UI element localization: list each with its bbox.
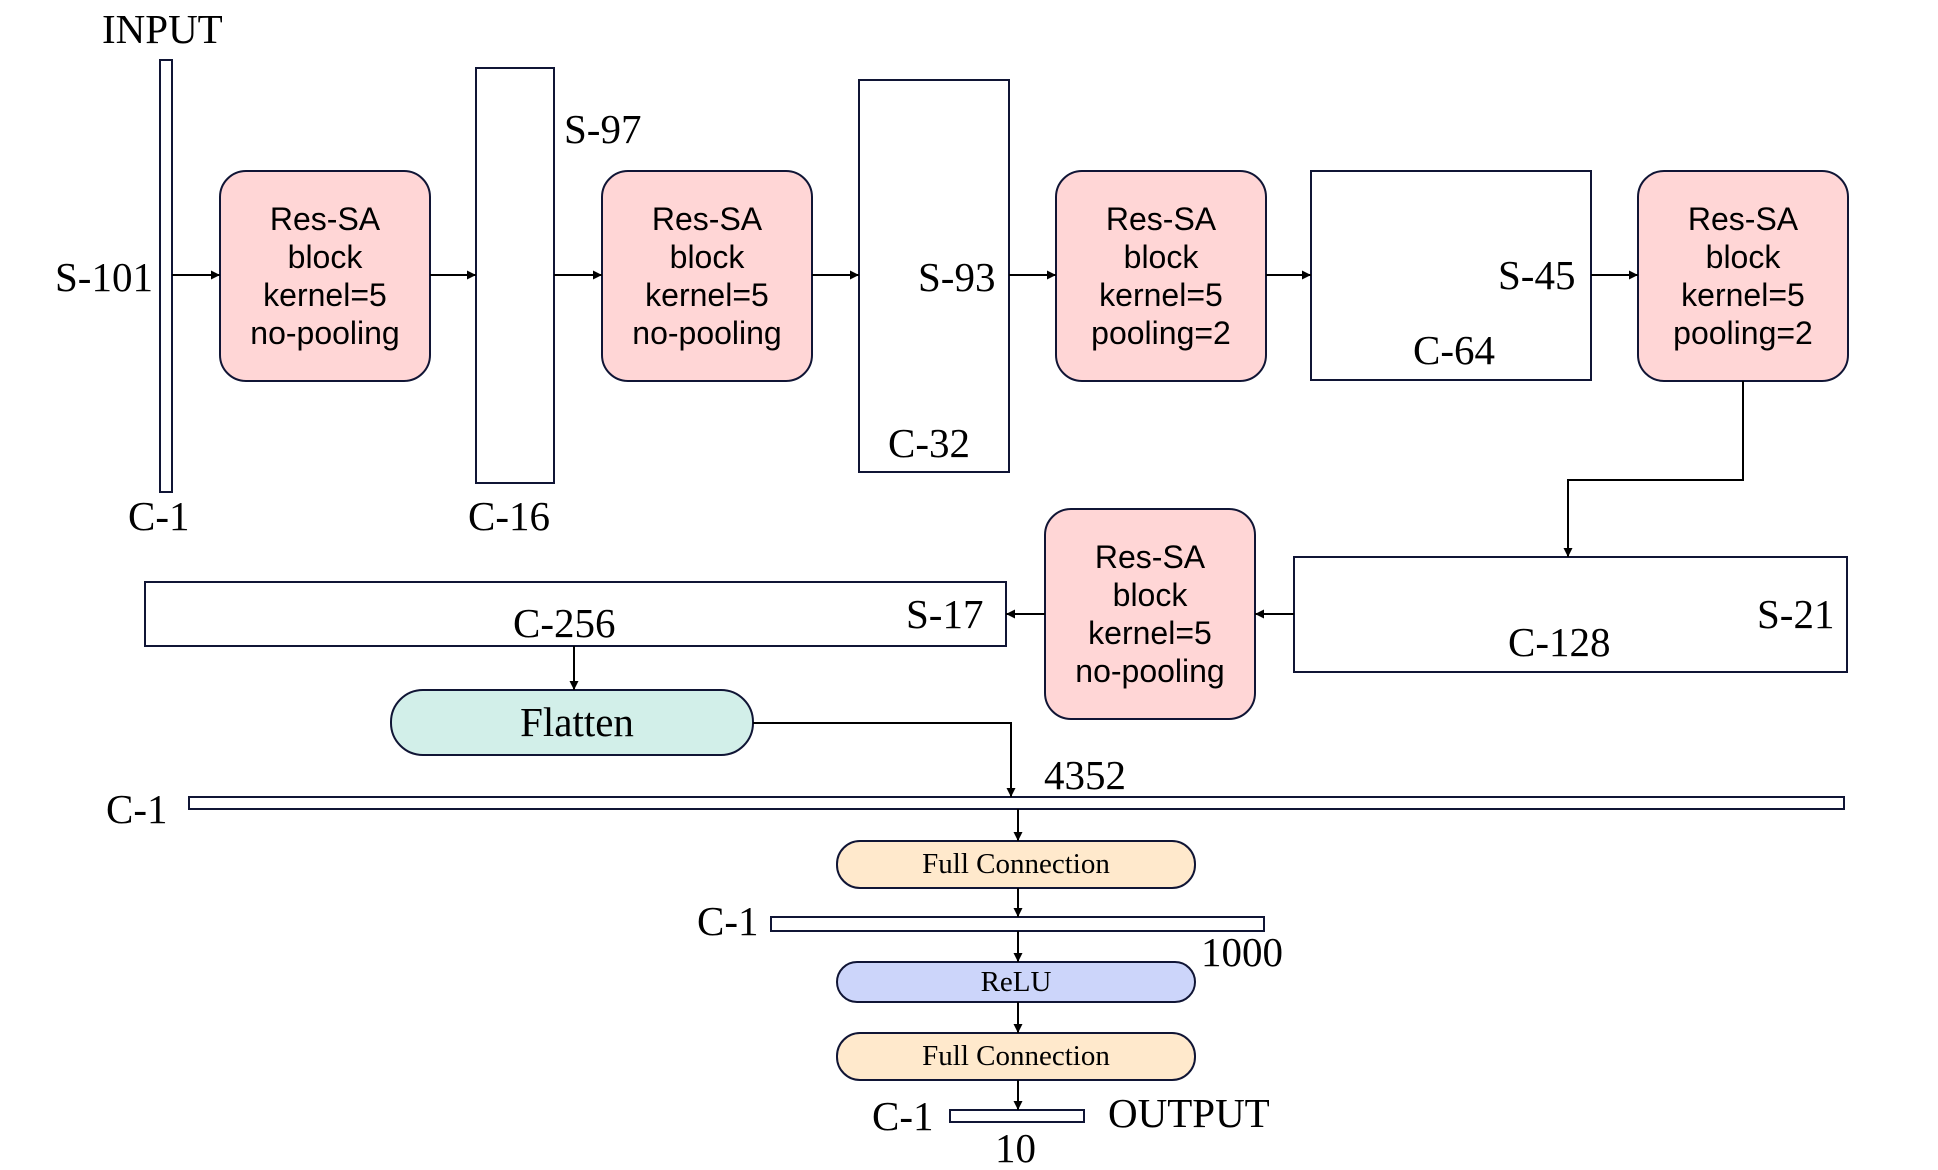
fmap3-channel-label: C-64 xyxy=(1413,327,1495,373)
block-line: block xyxy=(1113,577,1189,613)
fmap4-channel-label: C-128 xyxy=(1508,619,1611,665)
block-line: Res-SA xyxy=(1095,539,1206,575)
fmap5-channel-label: C-256 xyxy=(513,600,616,646)
block-line: no-pooling xyxy=(632,315,781,351)
block-line: Res-SA xyxy=(652,201,763,237)
fc1-channel-label: C-1 xyxy=(697,898,759,944)
fmap2-size-label: S-93 xyxy=(918,254,995,300)
block-line: kernel=5 xyxy=(645,277,769,313)
edges xyxy=(172,270,1744,1110)
fc2-label: Full Connection xyxy=(922,1040,1110,1072)
fmap2-channel-label: C-32 xyxy=(888,420,970,466)
block-line: no-pooling xyxy=(1075,653,1224,689)
block-line: pooling=2 xyxy=(1091,315,1231,351)
flatten-label: Flatten xyxy=(520,699,634,745)
fc1-node: Full Connection xyxy=(836,840,1196,889)
block-line: block xyxy=(288,239,364,275)
feature-map-c128 xyxy=(1293,556,1848,673)
block-line: Res-SA xyxy=(270,201,381,237)
res-sa-block-4: Res-SA block kernel=5 pooling=2 xyxy=(1637,170,1849,382)
relu-node: ReLU xyxy=(836,961,1196,1003)
edge-arrow xyxy=(1563,381,1744,557)
flatten-channel-label: C-1 xyxy=(106,786,168,832)
input-feature-map xyxy=(159,59,173,493)
relu-label: ReLU xyxy=(981,966,1052,998)
flatten-size-label: 4352 xyxy=(1044,752,1126,798)
fmap4-size-label: S-21 xyxy=(1757,591,1834,637)
feature-map-c16 xyxy=(475,67,555,484)
block-line: kernel=5 xyxy=(1099,277,1223,313)
fmap1-channel-label: C-16 xyxy=(468,493,550,539)
fc1-label: Full Connection xyxy=(922,848,1110,880)
block-line: no-pooling xyxy=(250,315,399,351)
fc2-node: Full Connection xyxy=(836,1032,1196,1081)
feature-map-c32 xyxy=(858,79,1010,473)
block-line: block xyxy=(1124,239,1200,275)
block-line: kernel=5 xyxy=(263,277,387,313)
block-line: Res-SA xyxy=(1688,201,1799,237)
fmap1-size-label: S-97 xyxy=(564,106,641,152)
input-size-label: S-101 xyxy=(55,254,153,300)
input-channel-label: C-1 xyxy=(128,493,190,539)
edge-arrow xyxy=(753,722,1016,797)
output-vector xyxy=(949,1109,1085,1123)
fmap3-size-label: S-45 xyxy=(1498,252,1575,298)
output-label: OUTPUT xyxy=(1108,1090,1270,1136)
flatten-vector xyxy=(188,796,1845,810)
flatten-node: Flatten xyxy=(390,689,754,756)
res-sa-block-3: Res-SA block kernel=5 pooling=2 xyxy=(1055,170,1267,382)
block-line: block xyxy=(1706,239,1782,275)
fc1-size-label: 1000 xyxy=(1201,929,1283,975)
fmap5-size-label: S-17 xyxy=(906,591,983,637)
block-line: block xyxy=(670,239,746,275)
res-sa-block-1: Res-SA block kernel=5 no-pooling xyxy=(219,170,431,382)
res-sa-block-2: Res-SA block kernel=5 no-pooling xyxy=(601,170,813,382)
block-line: kernel=5 xyxy=(1088,615,1212,651)
res-sa-block-5: Res-SA block kernel=5 no-pooling xyxy=(1044,508,1256,720)
output-size-label: 10 xyxy=(995,1125,1036,1170)
block-line: pooling=2 xyxy=(1673,315,1813,351)
block-line: kernel=5 xyxy=(1681,277,1805,313)
output-channel-label: C-1 xyxy=(872,1093,934,1139)
fc1-vector xyxy=(770,916,1265,932)
block-line: Res-SA xyxy=(1106,201,1217,237)
feature-map-c64 xyxy=(1310,170,1592,381)
input-label: INPUT xyxy=(102,6,223,52)
